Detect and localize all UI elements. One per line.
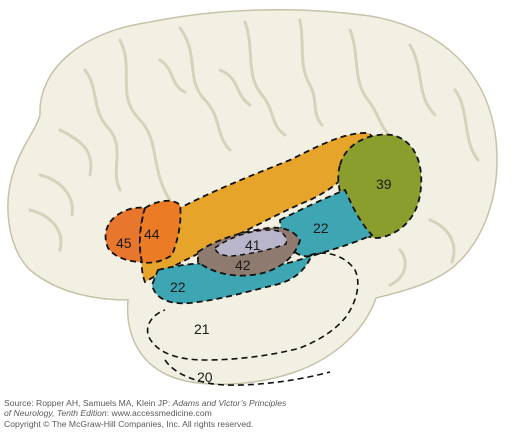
label-area-42: 42 bbox=[235, 257, 251, 273]
area-41 bbox=[214, 229, 288, 257]
label-area-22-lower: 22 bbox=[170, 279, 186, 295]
label-area-41: 41 bbox=[245, 237, 261, 253]
label-area-20: 20 bbox=[197, 369, 213, 385]
area-20-outline bbox=[164, 359, 331, 386]
credits-line-1: Source: Ropper AH, Samuels MA, Klein JP:… bbox=[4, 398, 516, 408]
sulci bbox=[28, 18, 480, 287]
credits-line-2: of Neurology, Tenth Edition: www.accessm… bbox=[4, 408, 516, 418]
credits-copyright: Copyright © The McGraw-Hill Companies, I… bbox=[4, 418, 254, 429]
credits-book-title-part1: Adams and Victor’s Principles bbox=[172, 398, 287, 408]
label-area-22-upper: 22 bbox=[313, 220, 329, 236]
area-39 bbox=[337, 133, 423, 239]
figure-credits: Source: Ropper AH, Samuels MA, Klein JP:… bbox=[4, 398, 516, 429]
label-area-21: 21 bbox=[194, 321, 210, 337]
area-21-outline bbox=[146, 252, 359, 361]
credits-book-title-part2: of Neurology, Tenth Edition bbox=[4, 408, 107, 419]
area-44 bbox=[138, 199, 182, 264]
credits-website: : www.accessmedicine.com bbox=[106, 408, 212, 419]
credits-source: Source: Ropper AH, Samuels MA, Klein JP: bbox=[4, 398, 173, 408]
area-22-upper bbox=[279, 188, 374, 258]
label-area-45: 45 bbox=[116, 235, 132, 251]
brain-lateral-diagram: 45 44 39 22 41 42 22 21 20 bbox=[7, 9, 498, 386]
label-area-44: 44 bbox=[144, 226, 160, 242]
label-area-39: 39 bbox=[376, 176, 392, 192]
